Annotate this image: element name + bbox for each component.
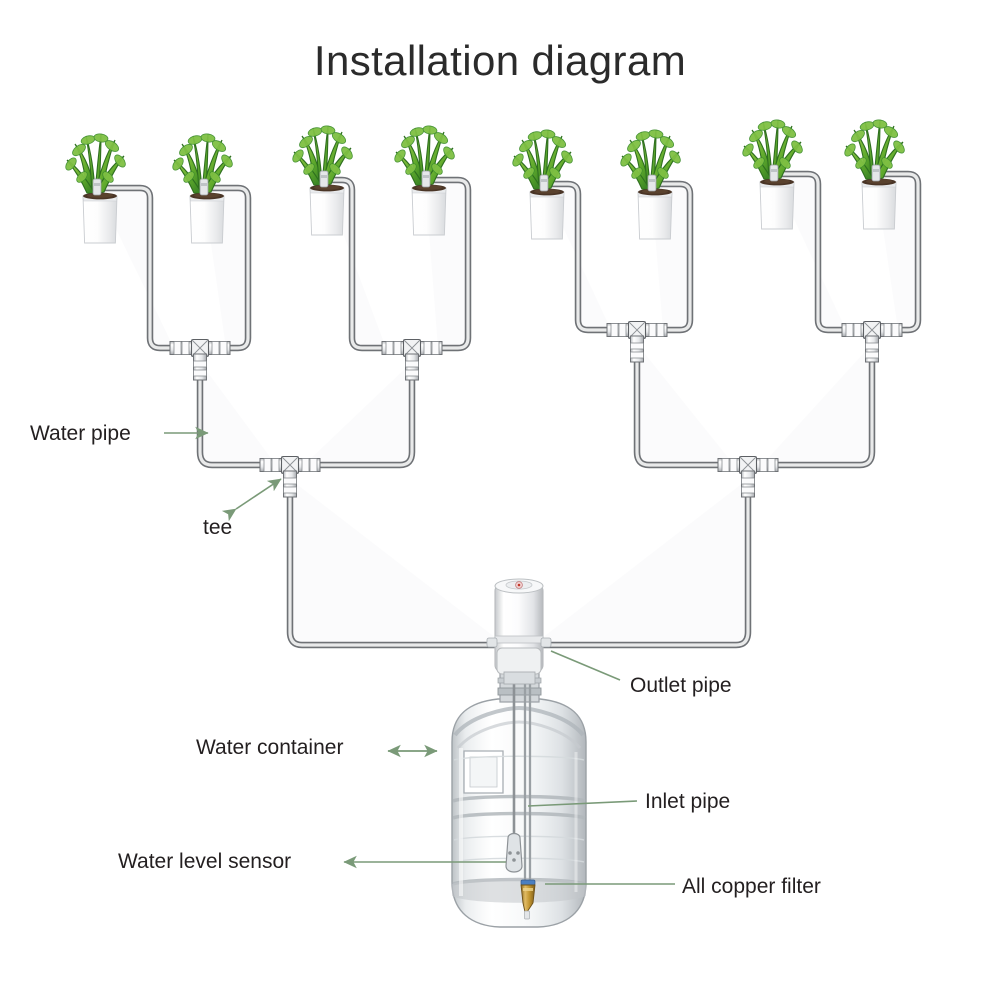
dripper-nozzle-8 [871,164,881,182]
plant-pot-2 [170,132,236,244]
label-water-level-sensor: Water level sensor [118,850,292,873]
tee-fitting-pair-b [381,338,443,381]
plant-pot-6 [618,128,684,240]
dripper-nozzle-2 [199,178,209,196]
dripper-nozzle-1 [92,178,102,196]
tee-fittings [169,320,903,498]
dripper-nozzle-3 [319,170,329,188]
leader-lines [164,426,675,885]
all-copper-filter [520,884,536,920]
water-pump[interactable] [486,578,552,685]
tee-fitting-pair-d [841,320,903,363]
page-title: Installation diagram [313,37,687,84]
plant-pot-5 [510,128,576,240]
inlet-pipe-leader [527,800,638,807]
plant-pot-assemblies [63,118,908,244]
dripper-nozzle-6 [647,174,657,192]
internal-assembly [505,674,536,920]
label-tee: tee [203,516,233,539]
dripper-nozzle-4 [421,170,431,188]
dripper-nozzle-7 [769,164,779,182]
tee-fitting-group-right [717,455,779,498]
outlet-pipe-leader [550,650,621,681]
plant-pot-3 [290,124,356,236]
pump-power-button[interactable] [515,581,523,589]
label-water-pipe: Water pipe [30,422,131,445]
water-container [451,671,587,928]
plant-pot-8 [842,118,908,230]
label-outlet-pipe: Outlet pipe [630,674,732,697]
tee-fitting-pair-a [169,338,231,381]
tee-fitting-pair-c [606,320,668,363]
water-level-sensor [505,832,523,873]
tee-fitting-group-left [259,455,321,498]
label-inlet-pipe: Inlet pipe [645,790,731,813]
dripper-nozzle-5 [539,174,549,192]
plant-pot-4 [392,124,458,236]
label-all-copper-filter: All copper filter [682,875,821,898]
pipe-network [96,170,922,649]
tee-leader [221,478,282,522]
plant-pot-7 [740,118,806,230]
plant-pot-1 [63,132,129,244]
label-water-container: Water container [196,736,344,759]
